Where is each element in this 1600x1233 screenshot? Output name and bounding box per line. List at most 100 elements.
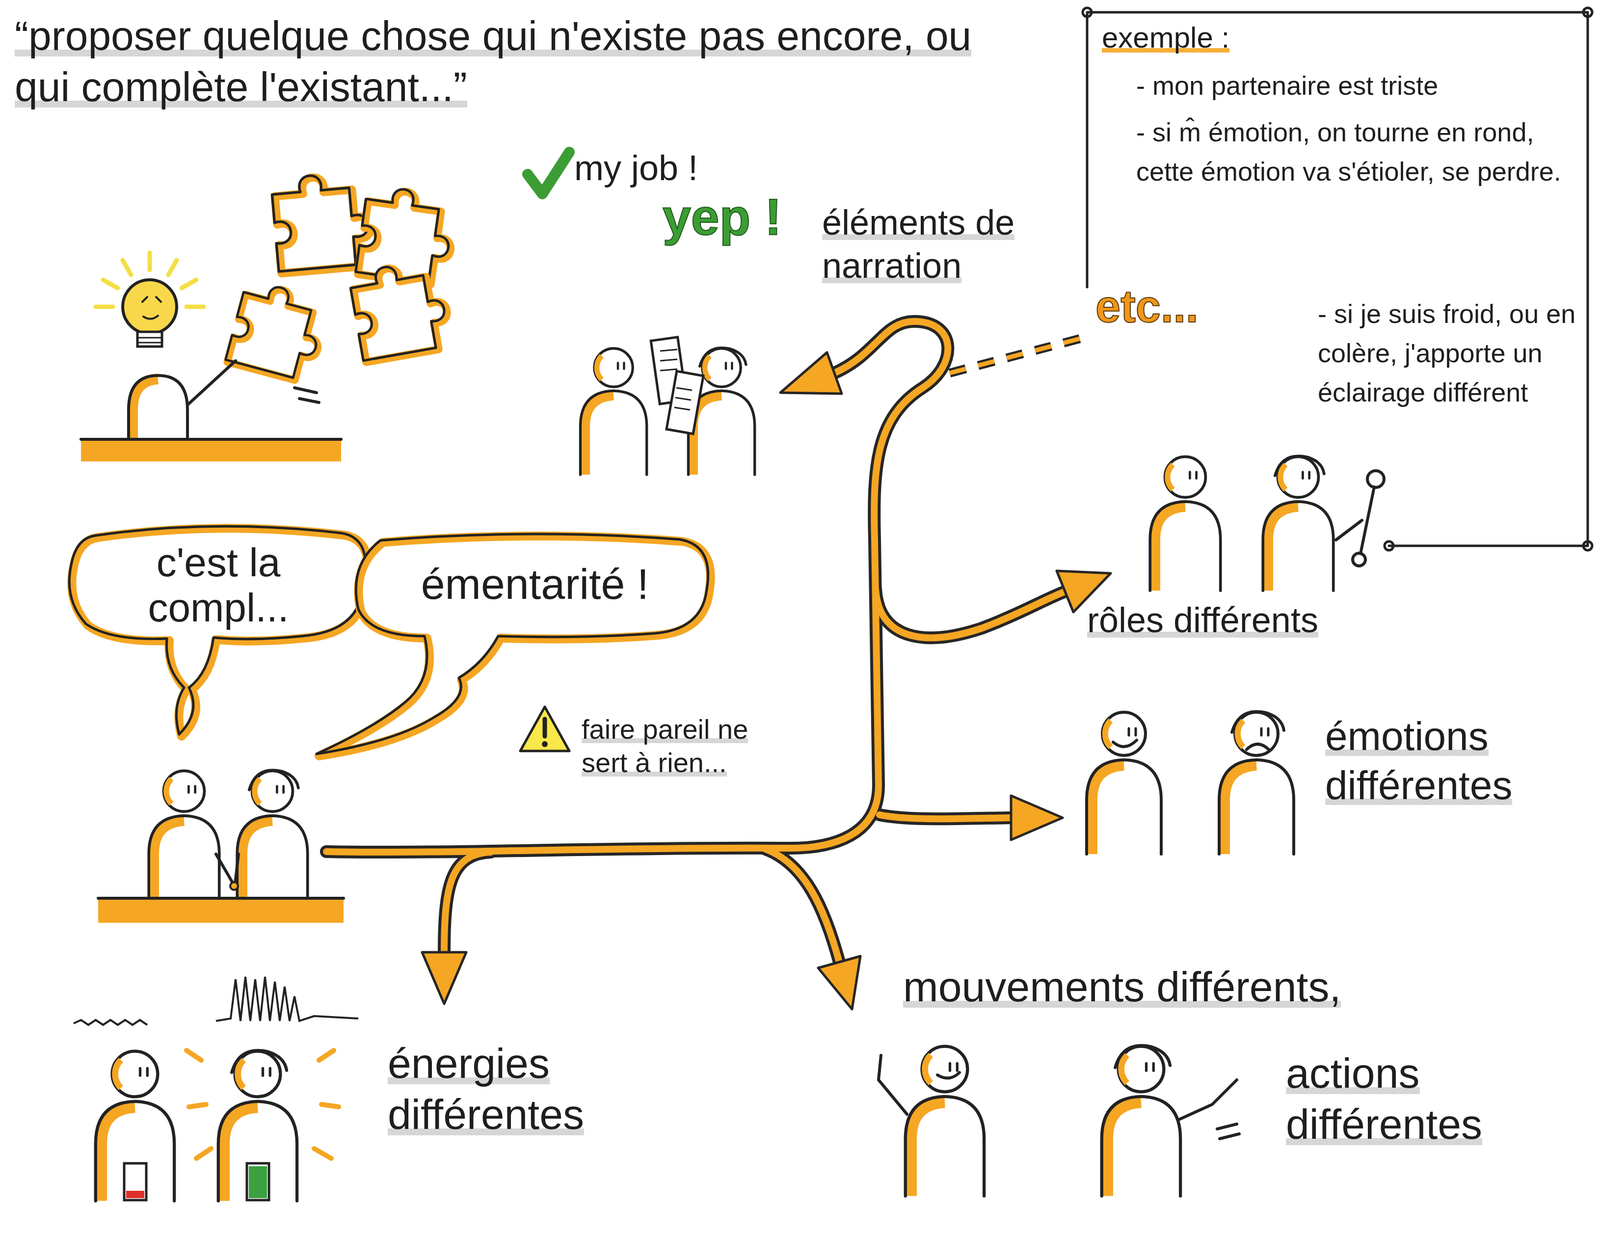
note-label: faire pareil ne sert à rien... [581,713,748,778]
mind-map-branches-part [444,852,491,953]
node-text: émentarité ! [421,559,650,609]
narration-figures [580,337,755,475]
puzzle-pieces-part [225,278,331,384]
idea-person-part [142,296,161,320]
example-box-stroke [1082,7,1593,551]
mind-map-branches-part [780,352,842,394]
warning-sign [520,706,570,751]
movement-figures-part [1179,1079,1237,1120]
note-label: rôles différents [1087,600,1319,640]
mind-map-branches-part [1011,795,1063,840]
emotion-figures-part [1219,711,1294,854]
mind-map-branches-part [949,338,1080,374]
mind-map-branches-part [879,814,1012,819]
roles-figures-part [1335,520,1362,540]
roles-figures-part [1367,470,1385,488]
energy-figures-part [126,1190,145,1199]
mind-map-branches-part [879,814,1012,819]
note-label-box: éléments de narration [822,201,1078,288]
idea-person-part [128,375,188,442]
note-label: actions différentes [1285,1049,1483,1148]
note-label: yep ! [662,188,782,246]
node-text-box: - mon partenaire est triste [1136,66,1578,106]
idea-person-part [138,337,161,343]
idea-person-part [137,331,162,347]
pair-figures-part [237,770,308,905]
note-label-box: actions différentes [1285,1047,1561,1150]
narration-figures-part [660,349,693,410]
idea-person-part [132,378,159,442]
node-text-box: - si m̂ émotion, on tourne en rond, cett… [1136,112,1578,192]
pair-figures-part [98,898,344,923]
note-label-box: énergies différentes [387,1038,619,1141]
idea-person-part [187,360,236,405]
energy-figures-part [124,1163,147,1200]
roles-figures-part [1352,553,1366,566]
note-label-box: émotions différentes [1325,711,1581,810]
node-text: - mon partenaire est triste [1136,70,1439,101]
note-label: my job ! [574,148,698,188]
puzzle-pieces-part [355,184,458,287]
node-text-box: exemple : [1101,19,1348,56]
energy-figures [73,976,359,1201]
narration-figures-part [580,348,647,475]
energy-figures-part [215,976,359,1021]
pair-figures-part [230,881,239,890]
example-box: exemple : - mon partenaire est triste - si… [1087,12,1588,548]
roles-figures [1149,455,1385,591]
node-text: - si m̂ émotion, on tourne en rond, cett… [1136,117,1562,187]
node-text: exemple : [1101,21,1230,54]
roles-figures-part [1149,456,1221,591]
pair-figures [98,770,344,923]
movement-figures-part [878,1055,907,1115]
mind-map-branches-part [875,588,1066,638]
puzzle-pieces [225,170,458,384]
idea-person-part [80,439,342,462]
title-box: “proposer quelque chose qui n'existe pas… [14,10,977,113]
note-label: éléments de narration [822,202,1015,286]
pair-figures-part [98,896,344,900]
warning-sign-part [542,719,548,737]
note-label-box: yep ! [662,188,840,246]
mind-map-branches-part [422,952,467,1004]
note-label-box: etc... [1095,280,1282,333]
note-label: etc... [1095,281,1199,332]
note-label-box: mouvements différents, [903,961,1542,1012]
mind-map-branches-part [444,852,491,953]
note-label-box: my job ! [574,147,830,189]
mind-map-branches-part [818,956,861,1010]
movement-figures-part [905,1046,985,1197]
movement-figures-part [1217,1123,1240,1139]
idea-person-part [122,279,177,334]
pair-figures-part [148,770,219,905]
idea-person [80,252,342,462]
check-mark [527,152,570,194]
puzzle-pieces-part [347,257,454,363]
energy-figures-part [95,1051,175,1201]
pair-figures-part [215,853,239,884]
mind-map-branches-part [765,849,840,962]
movement-figures-part [1101,1045,1181,1196]
note-label: énergies différentes [387,1039,585,1138]
energy-figures-part [246,1163,269,1200]
note-label: émotions différentes [1325,713,1513,808]
node-text-box: c'est la compl... [88,539,349,631]
node-text: c'est la compl... [147,539,289,630]
note-label-box: faire pareil ne sert à rien... [581,712,778,780]
energy-figures-part [73,1019,148,1025]
note-label: mouvements différents, [903,962,1341,1011]
check-mark-part [527,152,570,194]
speech-bubble-stroke [316,533,709,754]
node-text-box: émentarité ! [373,559,697,609]
mind-map-branches-part [875,588,1066,638]
emotion-figures-part [1113,740,1137,747]
roles-figures-part [1360,486,1375,554]
movement-figures [878,1045,1240,1196]
warning-sign-part [520,706,570,751]
speech-bubble-stroke [69,526,366,735]
speech-bubble: émentarité ! [338,537,712,769]
narration-figures-part [666,371,704,434]
node-text: - si je suis froid, ou en colère, j'appo… [1317,298,1576,407]
mind-map-branches-part [949,338,1080,374]
